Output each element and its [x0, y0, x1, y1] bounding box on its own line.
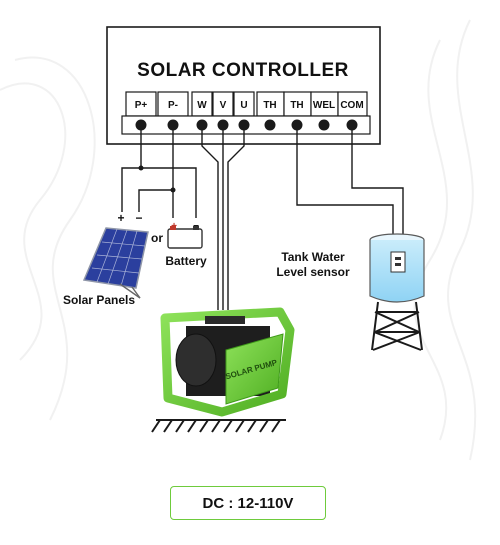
solar-panel: + − Solar Panels — [63, 211, 149, 307]
controller-title: SOLAR CONTROLLER — [137, 60, 349, 81]
terminal-label: TH — [263, 100, 276, 111]
terminal-label: WEL — [313, 100, 335, 111]
terminal-label: P+ — [135, 100, 148, 111]
solar-panels-label: Solar Panels — [63, 293, 135, 307]
wire-p-minus — [138, 130, 174, 212]
wire-th — [296, 130, 394, 250]
pump-side-panel — [225, 333, 284, 405]
terminal-label: U — [240, 100, 247, 111]
terminal-screw — [291, 119, 303, 131]
background-pattern — [0, 19, 477, 461]
terminal-label: P- — [168, 100, 178, 111]
solar-pump: SOLAR PUMP — [160, 307, 295, 417]
tank-stand — [371, 301, 423, 351]
water-tank: Tank Water Level sensor — [276, 233, 425, 351]
terminal-label: V — [220, 100, 227, 111]
or-label: or — [151, 231, 163, 245]
tank-label-line1: Tank Water — [281, 250, 345, 264]
terminal-screw — [217, 119, 229, 131]
voltage-value: 12-110V — [237, 494, 294, 512]
solar-controller: SOLAR CONTROLLER P+ P- W V U TH TH WEL C… — [106, 26, 381, 145]
terminal-screw — [167, 119, 179, 131]
terminal-label: TH — [290, 100, 303, 111]
tank-label-line2: Level sensor — [276, 265, 350, 279]
terminal-screw — [238, 119, 250, 131]
voltage-badge: DC : 12-110V — [170, 486, 326, 520]
pump-frame — [160, 307, 295, 417]
dc-label: DC : — [202, 494, 234, 512]
battery-label: Battery — [165, 254, 207, 268]
level-sensor-icon — [390, 251, 406, 273]
wire-p-plus-battery — [141, 167, 197, 218]
terminal-screws — [135, 119, 358, 131]
wire-junctions — [138, 165, 176, 193]
panel-surface — [82, 227, 149, 289]
wire-u — [227, 130, 245, 310]
ground-symbol — [151, 419, 286, 433]
terminal-screw — [318, 119, 330, 131]
terminal-screw — [264, 119, 276, 131]
terminal-screw — [196, 119, 208, 131]
panel-minus-label: − — [135, 211, 142, 225]
wire-p-plus — [121, 130, 142, 212]
battery-body — [167, 228, 203, 249]
wiring — [121, 130, 404, 310]
terminal-screw — [346, 119, 358, 131]
terminal-label: W — [197, 100, 207, 111]
wire-w — [201, 130, 219, 310]
battery: + − Battery — [165, 221, 207, 268]
panel-plus-label: + — [117, 211, 124, 225]
terminal-label: COM — [340, 100, 363, 111]
terminal-screw — [135, 119, 147, 131]
wire-com — [351, 130, 404, 250]
